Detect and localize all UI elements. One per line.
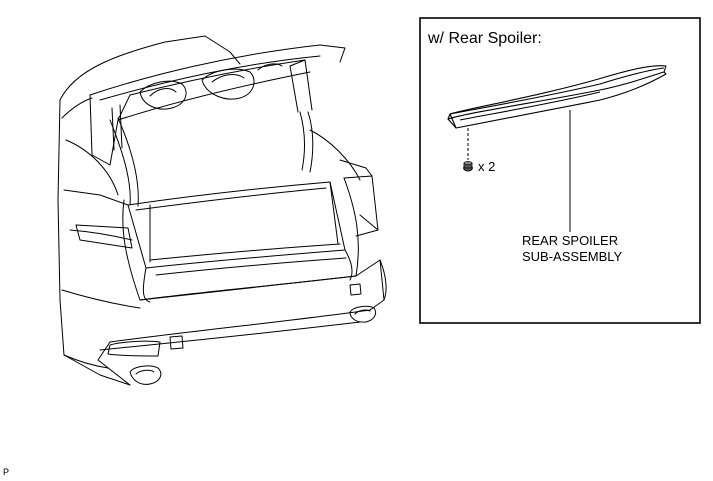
inset-frame — [419, 17, 701, 324]
rear-spoiler-part — [447, 65, 667, 129]
part-label-line2: SUB-ASSEMBLY — [522, 249, 623, 264]
clip-nut-icon — [463, 161, 473, 172]
car-rear-illustration — [57, 35, 387, 386]
quantity-label: x 2 — [478, 159, 496, 174]
inset-title: w/ Rear Spoiler: — [428, 30, 542, 47]
corner-code: P — [3, 467, 10, 477]
part-label-line1: REAR SPOILER — [522, 233, 619, 248]
